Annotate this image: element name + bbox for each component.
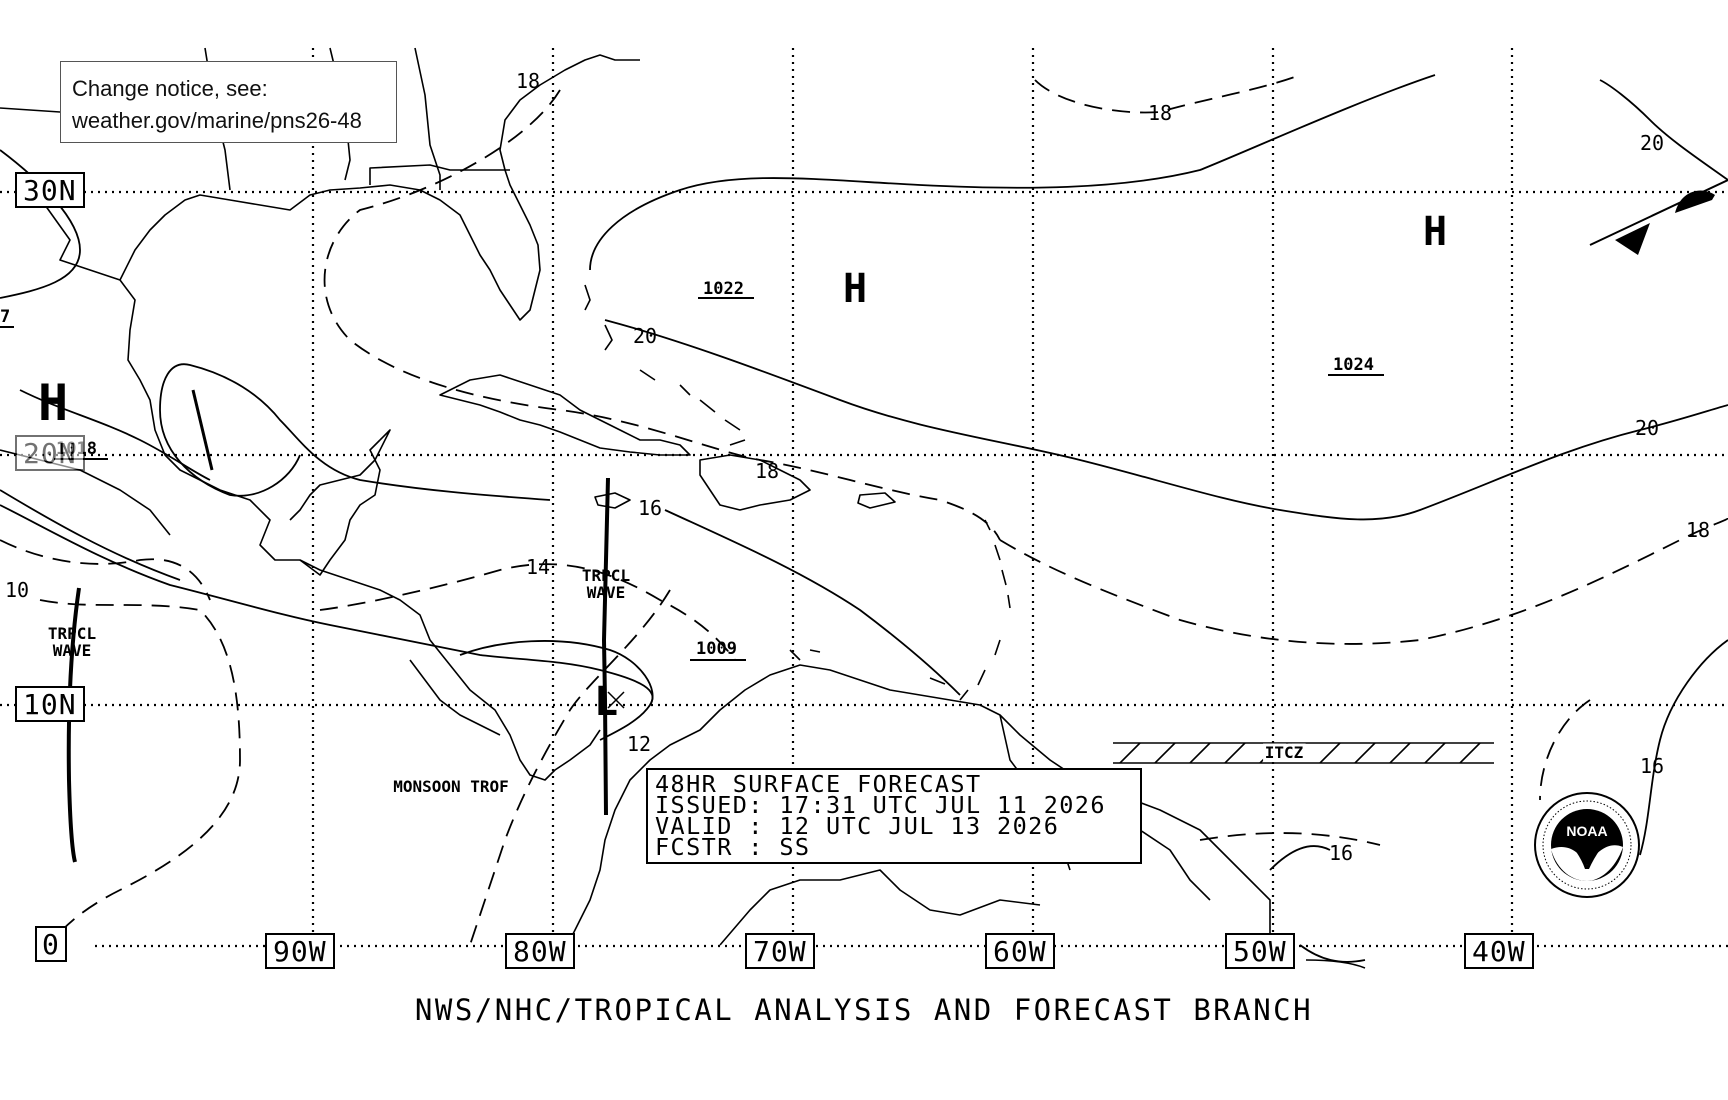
- wave-height-contours: [0, 74, 1728, 951]
- pressure-values: 10 18 1022 1024 1009 7: [0, 279, 1374, 659]
- noaa-logo: NOAA: [1534, 792, 1640, 898]
- lon-label-80w: 80W: [505, 933, 575, 969]
- tropical-wave-label: WAVE: [587, 583, 626, 602]
- forecast-issued: ISSUED: 17:31 UTC JUL 11 2026: [655, 791, 1106, 819]
- lon-label-70w: 70W: [745, 933, 815, 969]
- isobars: [0, 74, 1728, 963]
- forecast-valid: VALID : 12 UTC JUL 13 2026: [655, 812, 1060, 840]
- forecast-title: 48HR SURFACE FORECAST: [655, 770, 982, 798]
- coastlines: [0, 47, 1271, 961]
- lon-label-60w: 60W: [985, 933, 1055, 969]
- contour-label: 18: [755, 459, 779, 483]
- forecast-forecaster: FCSTR : SS: [655, 833, 811, 861]
- pressure-value-1009: 1009: [696, 639, 737, 659]
- contour-label: 16: [1329, 841, 1353, 865]
- tropical-wave-label: TRPCL: [48, 624, 96, 643]
- contour-label: 20: [1640, 131, 1664, 155]
- footer-credit: NWS/NHC/TROPICAL ANALYSIS AND FORECAST B…: [414, 993, 1314, 1027]
- high-center-symbol: H: [1423, 209, 1447, 255]
- change-notice: Change notice, see: weather.gov/marine/p…: [60, 61, 397, 143]
- feature-labels: TRPCL WAVE TRPCL WAVE MONSOON TROF ITCZ: [48, 566, 1307, 796]
- contour-label: 16: [1640, 754, 1664, 778]
- lat-label-0: 0: [35, 926, 67, 962]
- lon-label-90w: 90W: [265, 933, 335, 969]
- contour-label: 12: [627, 732, 651, 756]
- change-notice-url[interactable]: weather.gov/marine/pns26-48: [72, 108, 362, 133]
- low-center-marker: [607, 691, 625, 709]
- lat-label-20n: 20N: [15, 435, 85, 471]
- itcz-band: [1113, 742, 1494, 764]
- high-center-symbol: H: [843, 266, 867, 312]
- monsoon-trough-label: MONSOON TROF: [393, 777, 509, 796]
- lat-lon-grid: [0, 48, 1728, 948]
- pressure-value-1022: 1022: [703, 279, 744, 299]
- tropical-wave-label: TRPCL: [582, 566, 630, 585]
- contour-label: 18: [1148, 101, 1172, 125]
- lat-label-30n: 30N: [15, 172, 85, 208]
- contour-label: 18: [1686, 518, 1710, 542]
- pressure-center-letters: H H H L: [38, 209, 1447, 725]
- contour-labels: 18 18 20 20 20 18 18 16 16 14 12 10 16: [5, 69, 1710, 865]
- surface-trough: [191, 389, 214, 471]
- change-notice-line1: Change notice, see:: [72, 76, 268, 101]
- tropical-wave-axes: [66, 477, 610, 863]
- lon-label-50w: 50W: [1225, 933, 1295, 969]
- coast-fragment: [1305, 959, 1366, 969]
- contour-label: 18: [516, 69, 540, 93]
- frontal-boundary: [1589, 179, 1728, 255]
- pressure-value-1024: 1024: [1333, 355, 1374, 375]
- lon-label-40w: 40W: [1464, 933, 1534, 969]
- lat-label-10n: 10N: [15, 686, 85, 722]
- contour-label: 20: [633, 324, 657, 348]
- low-center-symbol: L: [594, 679, 618, 725]
- contour-label: 14: [526, 555, 550, 579]
- contour-label: 16: [638, 496, 662, 520]
- svg-text:NOAA: NOAA: [1566, 823, 1607, 839]
- contour-label: 20: [1635, 416, 1659, 440]
- itcz-label: ITCZ: [1265, 743, 1304, 762]
- pressure-value-partial: 7: [0, 307, 10, 327]
- contour-label: 10: [5, 578, 29, 602]
- high-center-symbol: H: [38, 374, 68, 432]
- tropical-wave-label: WAVE: [53, 641, 92, 660]
